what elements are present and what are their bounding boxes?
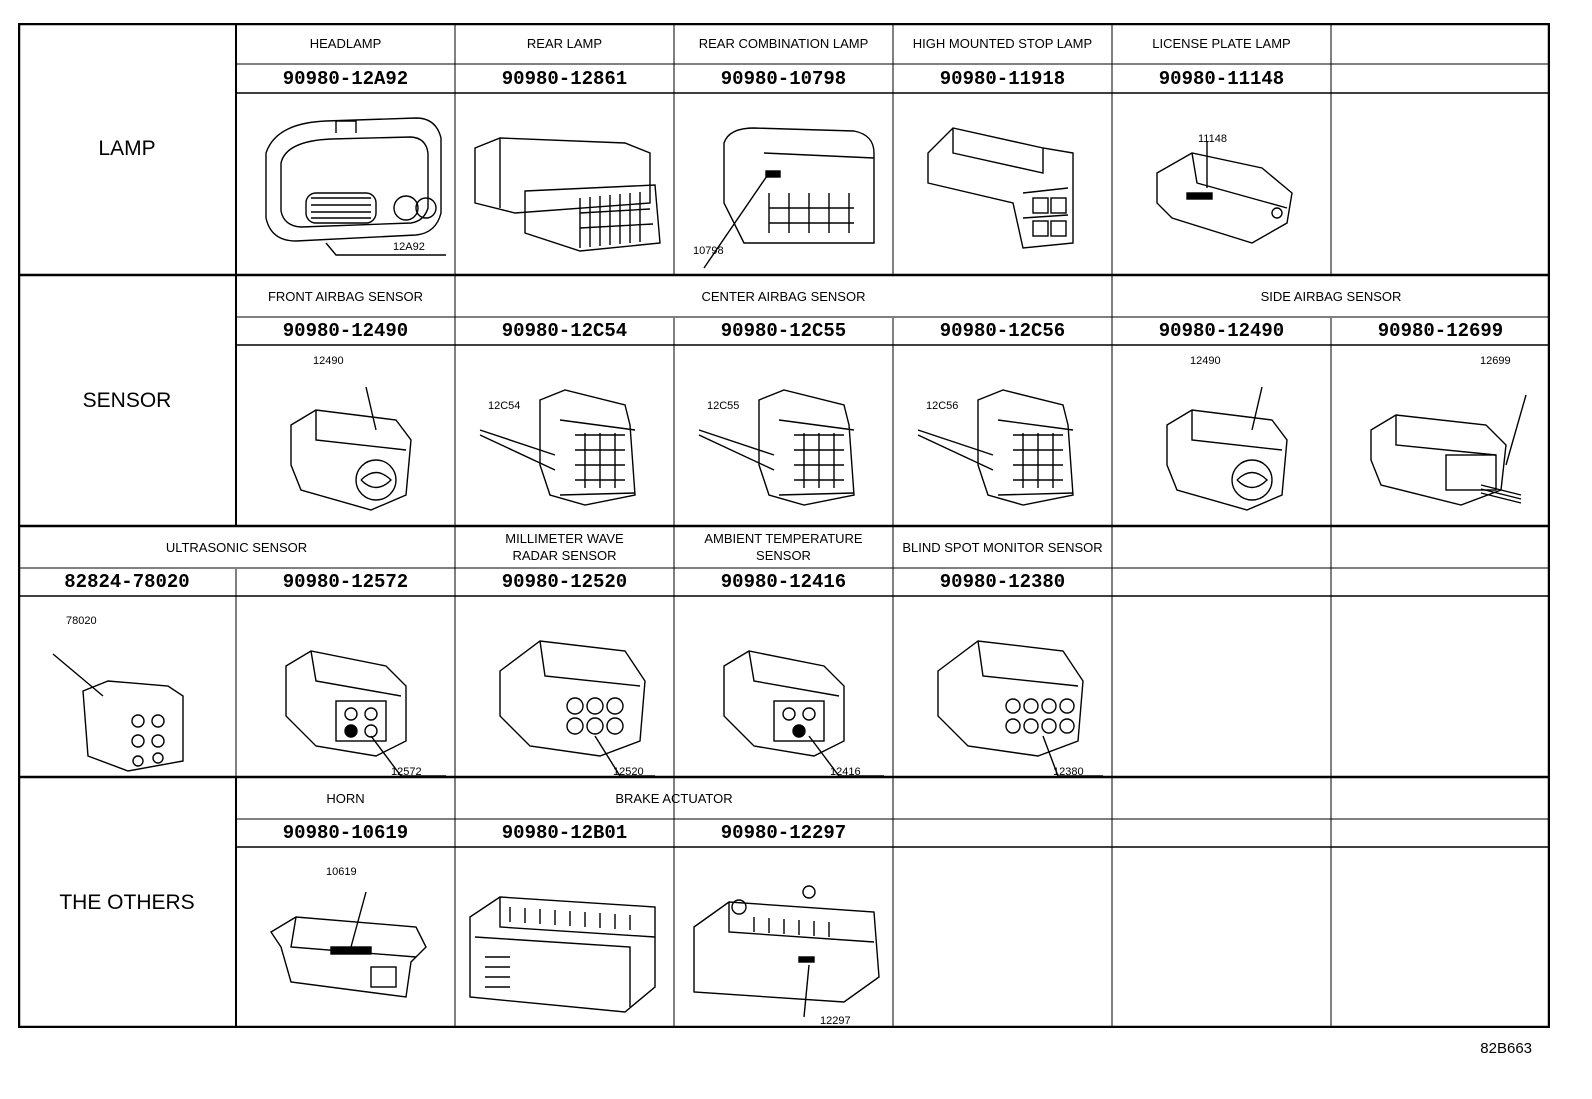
horn-10619-drawing	[236, 847, 455, 1028]
ref-label-12380: 12380	[1053, 766, 1084, 778]
header-center-airbag-sensor: CENTER AIRBAG SENSOR	[701, 288, 866, 304]
header-front-airbag-sensor: FRONT AIRBAG SENSOR	[267, 288, 424, 304]
part-number-brake-1: 90980-12B01	[501, 822, 628, 844]
ref-label-12a92: 12A92	[393, 241, 425, 253]
ultrasonic-78020-drawing	[18, 596, 236, 777]
header-rear-combination-lamp: REAR COMBINATION LAMP	[698, 36, 869, 51]
ref-label-12c54: 12C54	[488, 400, 521, 412]
side-airbag-12490-drawing	[1112, 345, 1331, 526]
ref-label-12c55: 12C55	[707, 400, 740, 412]
header-millimeter-wave-radar: MILLIMETER WAVE RADAR SENSOR	[455, 526, 674, 568]
part-number-blindspot: 90980-12380	[939, 571, 1066, 593]
header-blind-spot-monitor: BLIND SPOT MONITOR SENSOR	[902, 539, 1103, 555]
header-license-plate-lamp: LICENSE PLATE LAMP	[1152, 36, 1291, 51]
brake-actuator-12297-drawing	[674, 847, 893, 1028]
ultrasonic-12572-drawing	[236, 596, 455, 777]
ref-label-12297: 12297	[820, 1015, 851, 1027]
part-number-brake-2: 90980-12297	[720, 822, 847, 844]
header-horn: HORN	[326, 790, 365, 806]
part-number-ultrasonic-2: 90980-12572	[282, 571, 409, 593]
part-number-center-airbag-2: 90980-12C55	[720, 320, 847, 342]
part-number-center-airbag-1: 90980-12C54	[501, 320, 628, 342]
part-number-side-airbag-1: 90980-12490	[1158, 320, 1285, 342]
ref-label-78020: 78020	[66, 615, 97, 627]
part-number-license-plate-lamp: 90980-11148	[1158, 67, 1285, 90]
rear-combination-lamp-connector-drawing	[674, 93, 893, 275]
part-number-headlamp: 90980-12A92	[282, 67, 409, 90]
ref-label-12572: 12572	[391, 766, 422, 778]
mmwave-12520-drawing	[455, 596, 674, 777]
ref-label-11148: 11148	[1198, 133, 1227, 145]
ref-label-12699: 12699	[1480, 355, 1511, 367]
category-lamp: LAMP	[98, 137, 156, 160]
header-millimeter-wave-line1: MILLIMETER WAVE	[505, 531, 624, 546]
header-ultrasonic-sensor: ULTRASONIC SENSOR	[165, 539, 308, 555]
license-plate-lamp-connector-drawing	[1112, 93, 1331, 275]
ref-label-12c56: 12C56	[926, 400, 959, 412]
part-number-horn: 90980-10619	[282, 822, 409, 844]
ref-label-side-12490: 12490	[1190, 355, 1221, 367]
part-number-ultrasonic-1: 82824-78020	[64, 571, 190, 593]
diagram-code: 82B663	[1480, 1040, 1532, 1057]
center-airbag-12c55-drawing	[674, 345, 893, 526]
header-ambient-line2: SENSOR	[756, 548, 811, 563]
header-headlamp: HEADLAMP	[309, 36, 382, 51]
brake-actuator-12b01-drawing	[455, 847, 674, 1028]
connector-table: LAMP SENSOR THE OTHERS HEADLAMP REAR LAM…	[18, 23, 1550, 1028]
part-number-high-mounted-stop-lamp: 90980-11918	[939, 67, 1066, 90]
part-number-rear-lamp: 90980-12861	[501, 67, 628, 90]
high-mounted-stop-lamp-connector-drawing	[893, 93, 1112, 275]
part-number-ambient: 90980-12416	[720, 571, 847, 593]
header-ambient-temperature: AMBIENT TEMPERATURE SENSOR	[674, 526, 893, 568]
ambient-12416-drawing	[674, 596, 893, 777]
rear-lamp-connector-drawing	[455, 93, 674, 275]
category-others: THE OTHERS	[59, 890, 195, 914]
category-sensor: SENSOR	[82, 388, 172, 412]
ref-label-12416: 12416	[830, 766, 861, 778]
center-airbag-12c54-drawing	[455, 345, 674, 526]
header-side-airbag-sensor: SIDE AIRBAG SENSOR	[1260, 288, 1402, 304]
table-grid	[18, 23, 1550, 1028]
header-ambient-line1: AMBIENT TEMPERATURE	[704, 531, 863, 546]
header-rear-lamp: REAR LAMP	[526, 36, 603, 51]
ref-label-12520: 12520	[613, 766, 644, 778]
ref-label-front-12490: 12490	[313, 355, 344, 367]
ref-label-10619: 10619	[326, 866, 357, 878]
ref-label-10798: 10798	[693, 245, 724, 257]
header-brake-actuator: BRAKE ACTUATOR	[615, 790, 733, 806]
header-high-mounted-stop-lamp: HIGH MOUNTED STOP LAMP	[912, 36, 1093, 51]
part-number-mmwave: 90980-12520	[501, 571, 628, 593]
header-millimeter-wave-line2: RADAR SENSOR	[512, 548, 617, 563]
part-number-center-airbag-3: 90980-12C56	[939, 320, 1066, 342]
headlamp-connector-drawing	[236, 93, 455, 275]
part-number-rear-combination-lamp: 90980-10798	[720, 67, 847, 90]
center-airbag-12c56-drawing	[893, 345, 1112, 526]
front-airbag-connector-drawing	[236, 345, 455, 526]
blindspot-12380-drawing	[893, 596, 1112, 777]
part-number-front-airbag: 90980-12490	[282, 320, 409, 342]
side-airbag-12699-drawing	[1331, 345, 1550, 526]
part-number-side-airbag-2: 90980-12699	[1377, 320, 1504, 342]
